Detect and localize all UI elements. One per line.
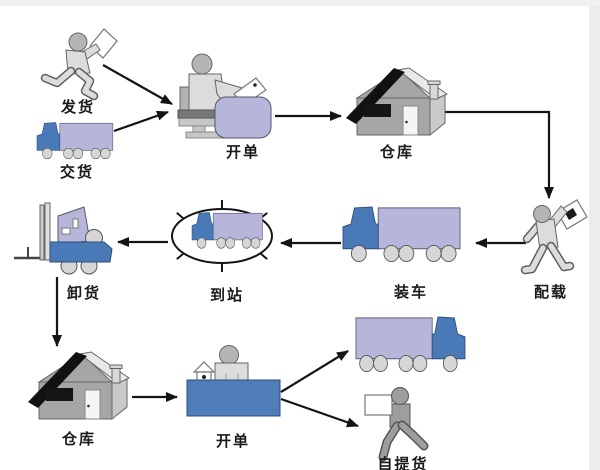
- station-tick: [176, 212, 185, 220]
- label-unloading: 卸货: [66, 284, 102, 302]
- label-billing-top: 开单: [225, 143, 261, 161]
- label-dispatch: 发货: [60, 98, 96, 116]
- mini-house-dot: [202, 375, 206, 379]
- warehouse-house-icon-bottom: [27, 351, 130, 420]
- billing-machine: [214, 96, 272, 139]
- loading-truck-icon: [342, 206, 461, 263]
- arrow-billing2-to-truck: [280, 350, 349, 393]
- counter-desk: [186, 379, 281, 417]
- label-self-pickup: 自提货: [377, 455, 429, 470]
- stowage-head: [533, 205, 551, 223]
- board-stripe: [565, 208, 577, 220]
- label-warehouse-top: 仓库: [379, 143, 415, 161]
- forklift-icon: [14, 202, 113, 275]
- arrow-delivery-to-billing: [113, 110, 169, 133]
- forklift-control: [72, 218, 79, 229]
- label-loading: 装车: [393, 283, 429, 301]
- pickup-counter-icon: [186, 345, 281, 417]
- label-arrival: 到站: [209, 286, 245, 304]
- billing-workstation-icon: [177, 53, 272, 139]
- delivery-truck-icon: [36, 122, 114, 160]
- counter-clerk-head: [219, 345, 239, 365]
- chair-seat: [177, 109, 216, 119]
- label-stowage: 配载: [533, 283, 569, 301]
- pickup-box: [364, 394, 393, 416]
- top-edge-band: [0, 0, 600, 6]
- runner-head: [68, 32, 88, 52]
- counter-clerk-torso: [214, 362, 249, 382]
- station-tick: [176, 252, 185, 260]
- tag-hole: [253, 83, 257, 87]
- right-edge-band: [589, 6, 600, 470]
- stowage-person-icon: [520, 199, 588, 275]
- arrow-billing2-to-pickup: [280, 397, 359, 428]
- pickup-head: [391, 387, 409, 405]
- forklift-mast: [39, 204, 45, 261]
- label-delivery: 交货: [59, 163, 95, 181]
- pickup-person-icon: [364, 387, 429, 462]
- station-tick: [259, 252, 268, 260]
- warehouse-house-icon-top: [345, 67, 448, 136]
- mini-house-roof: [192, 361, 216, 373]
- arrow-dispatch-to-billing: [102, 64, 173, 105]
- dispatch-runner-icon: [40, 28, 118, 101]
- station-circled-truck-icon: [171, 200, 273, 272]
- forklift-mast: [44, 202, 51, 261]
- station-truck: [191, 212, 263, 249]
- pickup-truck-icon: [355, 316, 466, 373]
- flow-arrows: [52, 64, 554, 428]
- clerk-head: [191, 53, 213, 75]
- label-billing-bottom: 开单: [215, 432, 251, 450]
- label-warehouse-bottom: 仓库: [61, 430, 97, 448]
- forklift-body: [49, 241, 113, 263]
- forklift-control: [61, 227, 71, 235]
- arrow-warehouse-to-stowage: [445, 110, 554, 199]
